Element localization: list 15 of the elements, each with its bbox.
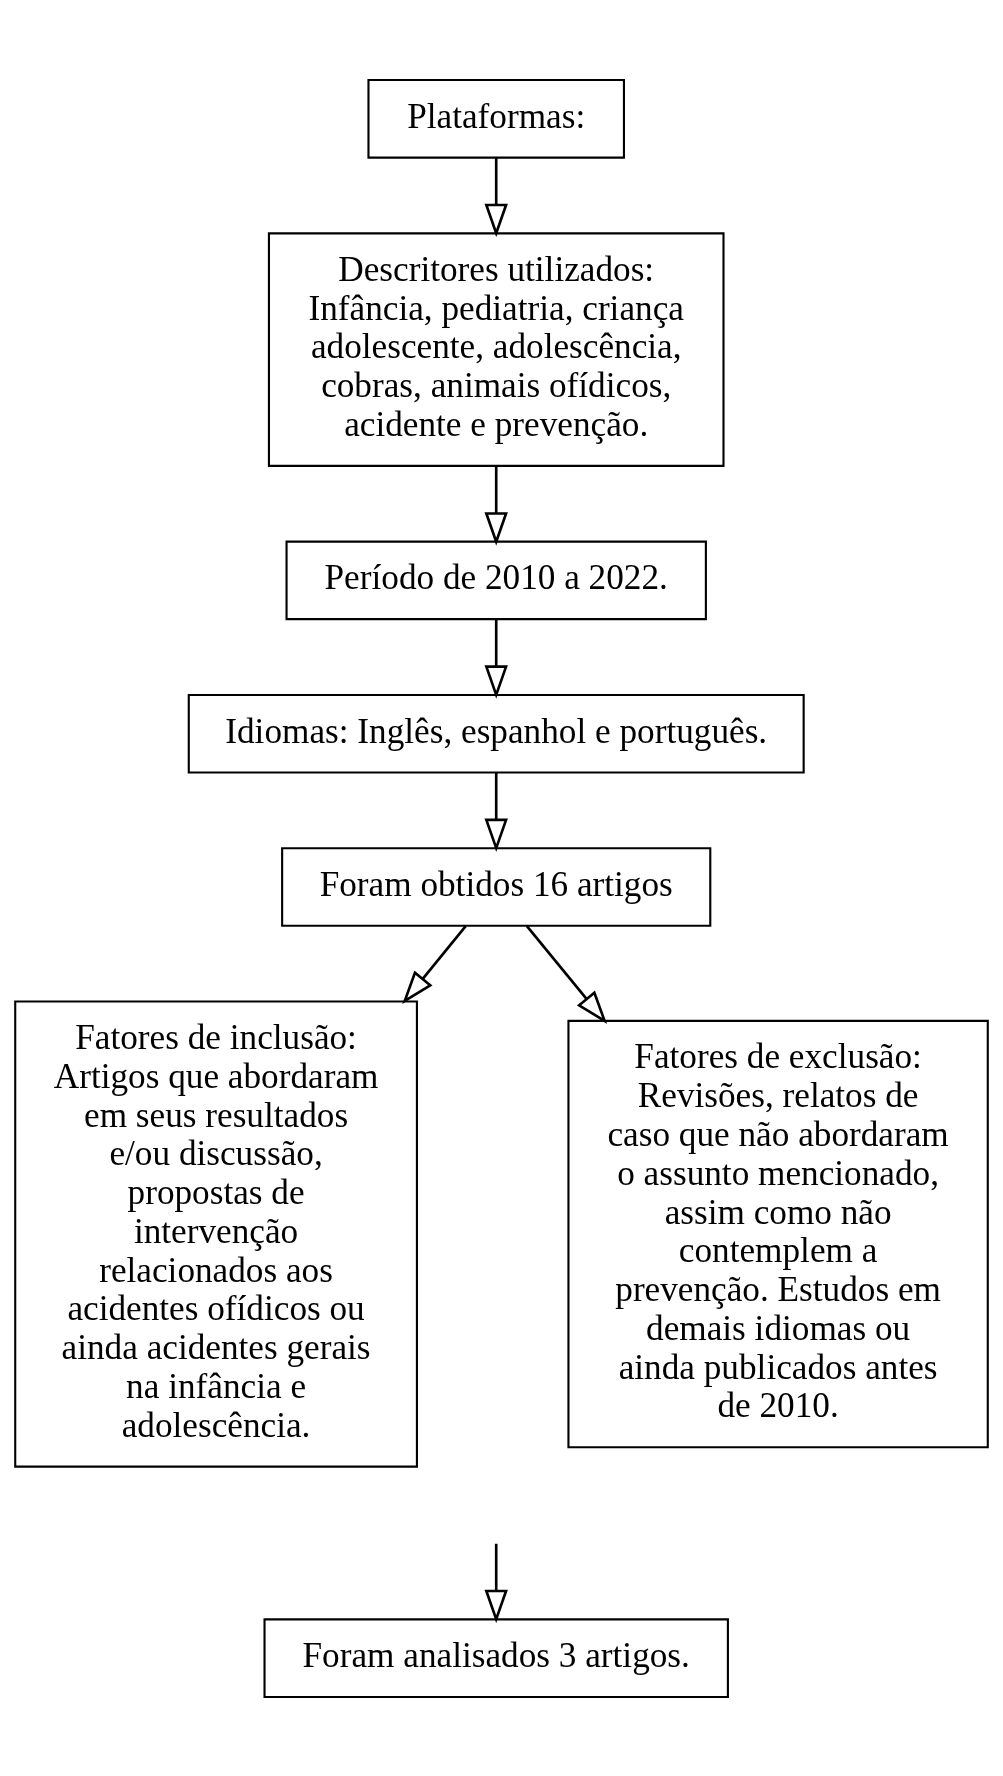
node-box: Foram obtidos 16 artigos (281, 846, 712, 927)
arrow (484, 1543, 508, 1623)
arrow (484, 465, 508, 546)
arrow (484, 772, 508, 852)
arrow (525, 924, 608, 1024)
node-box: Fatores de inclusão: Artigos que abordaram em seus resultados e/ou discussão, propostas de intervenção relacionados aos acidentes ofídicos ou ainda acidentes gerais na infância e adolescência. (14, 999, 418, 1468)
node-box: Descritores utilizados: Infância, pediatria, criança adolescente, adolescência, cobras, animais ofídicos, acidente e prevenção. (267, 231, 725, 467)
node-box: Período de 2010 a 2022. (285, 540, 707, 620)
node-box: Foram analisados 3 artigos. (263, 1617, 729, 1698)
node-box: Plataformas: (367, 78, 625, 159)
arrow (484, 618, 508, 699)
arrow (402, 924, 467, 1004)
node-box: Fatores de exclusão: Revisões, relatos de caso que não abordaram o assunto mencionado, assim como não contemplem a prevenção. Estudos em demais idiomas ou ainda publicados antes de 2010. (567, 1019, 989, 1448)
arrow (484, 157, 508, 237)
node-box: Idiomas: Inglês, espanhol e português. (187, 693, 805, 773)
